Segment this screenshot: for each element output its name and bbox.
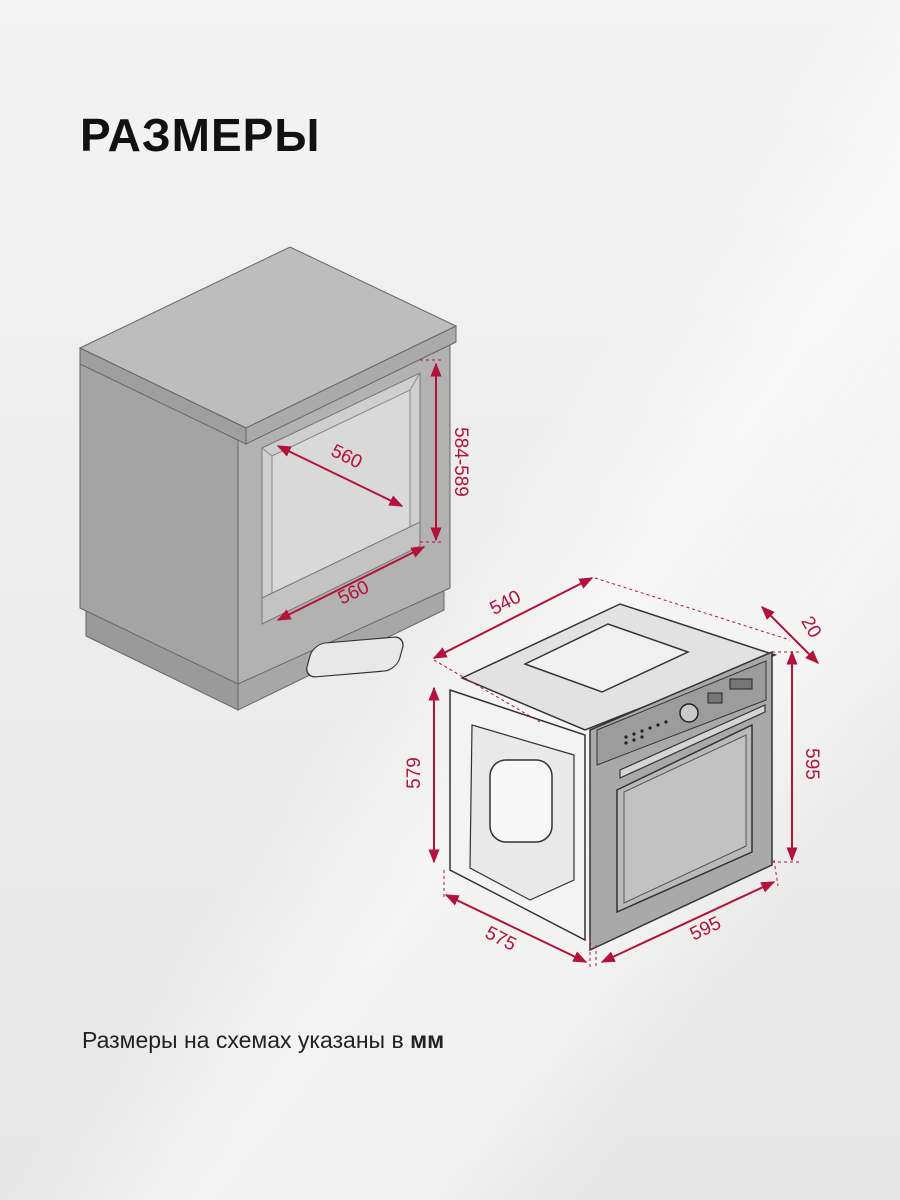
caption-unit: мм: [410, 1027, 445, 1053]
niche-depth-line: [276, 445, 404, 507]
panel-thickness-label: 20: [796, 613, 825, 642]
units-caption: Размеры на схемах указаны в мм: [82, 1027, 444, 1054]
oven-depth-line: [432, 577, 594, 659]
page-title: РАЗМЕРЫ: [80, 109, 321, 161]
caption-text: Размеры на схемах указаны в: [82, 1027, 411, 1053]
oven-body-height-label: 579: [404, 757, 425, 789]
oven-front-height-label: 595: [801, 748, 822, 780]
niche-width-line: [276, 546, 426, 621]
niche-height-label: 584-589: [450, 427, 471, 497]
oven-body-width-line: [444, 894, 588, 963]
oven-front-width-line: [600, 881, 776, 963]
oven-front-width-label: 595: [687, 913, 725, 945]
built-in-oven: [306, 603, 778, 952]
panel-thickness-line: [761, 606, 819, 664]
